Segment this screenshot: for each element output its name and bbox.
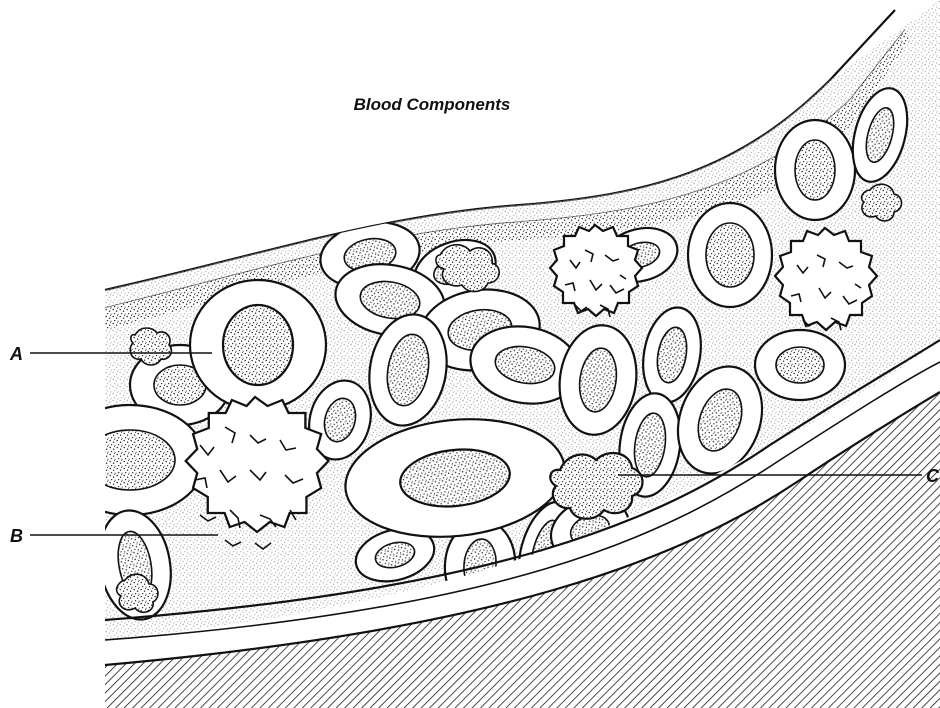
callout-label-c: C — [926, 466, 940, 486]
callout-label-a: A — [9, 344, 23, 364]
figure-title: Blood Components — [354, 95, 511, 114]
callout-label-b: B — [10, 526, 23, 546]
red-blood-cell-a — [190, 280, 326, 410]
